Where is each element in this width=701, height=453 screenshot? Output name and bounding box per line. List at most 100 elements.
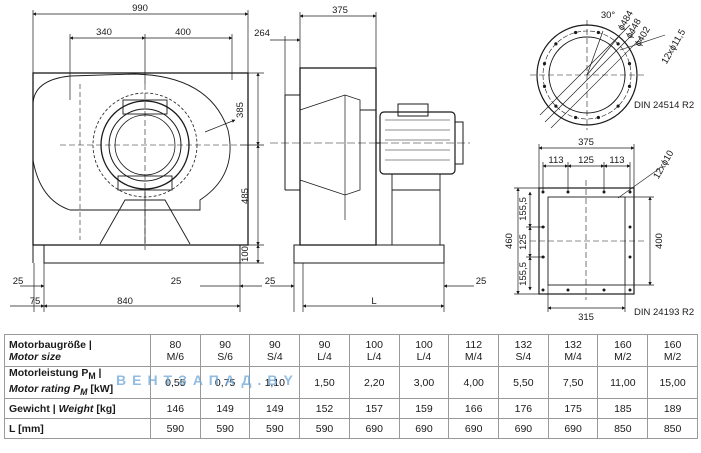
label-de-sub: M [88, 371, 96, 382]
frame-type: S/4 [266, 350, 283, 363]
table-cell: 189 [647, 398, 698, 419]
square-flange-dimensions [514, 144, 661, 312]
row-header-motor-size: Motorbaugröße | Motor size [4, 334, 151, 367]
bolt-hole [554, 104, 558, 108]
frame-type: L/4 [416, 350, 432, 363]
dim-side-base-right: 25 [476, 276, 487, 287]
label-de-tail: | [95, 367, 102, 380]
table-cell: 690 [398, 418, 450, 439]
bolt-hole [566, 288, 570, 292]
front-dimension-labels: 990 340 400 385 485 100 25 25 75 840 [13, 3, 251, 307]
table-cell: 5,50 [498, 366, 549, 399]
sq-left2: 125 [518, 234, 529, 250]
bolt-hole [627, 62, 632, 66]
frame-type: S/6 [217, 350, 233, 363]
frame-size: 132 [514, 338, 533, 351]
side-dimensions [270, 12, 474, 312]
frame-type: M/6 [166, 350, 185, 363]
label-de: Gewicht | [9, 402, 59, 415]
label-en: Motor rating P [9, 382, 81, 395]
table-cell: 690 [498, 418, 549, 439]
bolt-hole [542, 84, 547, 88]
frame-type: L/4 [366, 350, 382, 363]
table-cell: 1,50 [299, 366, 350, 399]
table-cell: 590 [249, 418, 301, 439]
watermark: ВЕНТЗАПАД.BY [116, 372, 299, 388]
bolt-hole [628, 288, 632, 292]
bolt-hole [542, 62, 547, 66]
bolt-hole [574, 30, 578, 35]
dim-base-height: 100 [240, 246, 251, 262]
dim-length: L [371, 296, 376, 307]
frame-size: 160 [663, 338, 682, 351]
table-cell: 0,55 [150, 366, 201, 399]
sq-left3: 155,5 [518, 262, 529, 286]
round-flange [530, 20, 666, 130]
table-cell: 166 [448, 398, 500, 419]
table-cell: 146 [150, 398, 201, 419]
round-flange-holes [542, 30, 632, 120]
table-cell: 175 [547, 398, 599, 419]
label-en: Motor size [9, 350, 61, 363]
bolt-hole [541, 288, 545, 292]
frame-size: 160 [614, 338, 632, 351]
flange-square-standard: DIN 24193 R2 [634, 307, 694, 318]
bolt-hole [616, 104, 620, 108]
square-flange-labels: 375 113 125 113 12xϕ10 460 155,5 125 155… [504, 137, 694, 323]
frame-type: S/4 [515, 350, 532, 363]
flange-round-holes: 12xϕ11,5 [659, 27, 688, 66]
sq-top: 375 [578, 137, 594, 148]
bolt-hole [574, 115, 578, 120]
dim-left: 340 [96, 27, 112, 38]
dim-inlet: 264 [254, 28, 270, 39]
table-cell: 590 [299, 418, 350, 439]
table-cell: 590 [150, 418, 201, 439]
dim-height-lower: 485 [240, 188, 251, 204]
table-cell: 590 [199, 418, 251, 439]
frame-size: 80 [169, 338, 182, 351]
table-cell: 2,20 [348, 366, 400, 399]
bolt-hole [596, 30, 600, 35]
sq-holes: 12xϕ10 [651, 148, 676, 181]
table-cell: 690 [547, 418, 599, 439]
flange-angle: 30° [601, 10, 616, 21]
technical-drawing: 990 340 400 385 485 100 25 25 75 840 [10, 3, 694, 323]
bolt-hole [628, 255, 632, 259]
frame-size: 112 [465, 338, 483, 351]
frame-size: 90 [268, 338, 281, 351]
bolt-hole [596, 115, 600, 120]
table-cell: 159 [398, 398, 450, 419]
dim-depth: 375 [332, 5, 348, 16]
table-cell: 11,00 [597, 366, 649, 399]
dim-width: 990 [132, 3, 148, 14]
table-cell: 176 [498, 398, 549, 419]
flange-round-standard: DIN 24514 R2 [634, 100, 694, 111]
dim-foot-span: 840 [117, 296, 133, 307]
sq-seg2: 125 [578, 155, 594, 166]
bolt-hole [628, 225, 632, 229]
table-cell: 3,00 [398, 366, 450, 399]
row-header-motor-rating: Motorleistung PM | Motor rating PM [kW] [4, 366, 151, 399]
square-flange [530, 180, 645, 300]
label: L [mm] [9, 422, 44, 435]
row-header-weight: Gewicht | Weight [kg] [4, 398, 151, 419]
round-flange-labels: 30° ϕ484 ϕ448 ϕ402 12xϕ11,5 DIN 24514 R2 [601, 9, 694, 111]
sq-bottom: 315 [578, 312, 594, 323]
table-cell: 185 [597, 398, 649, 419]
frame-size: 100 [415, 338, 433, 351]
label-de: Motorbaugröße | [9, 338, 92, 351]
table-cell: 7,50 [547, 366, 599, 399]
frame-type: M/2 [614, 350, 632, 363]
label-tail: [kg] [93, 402, 116, 415]
label-en: Weight [58, 402, 94, 415]
bolt-hole [627, 84, 632, 88]
